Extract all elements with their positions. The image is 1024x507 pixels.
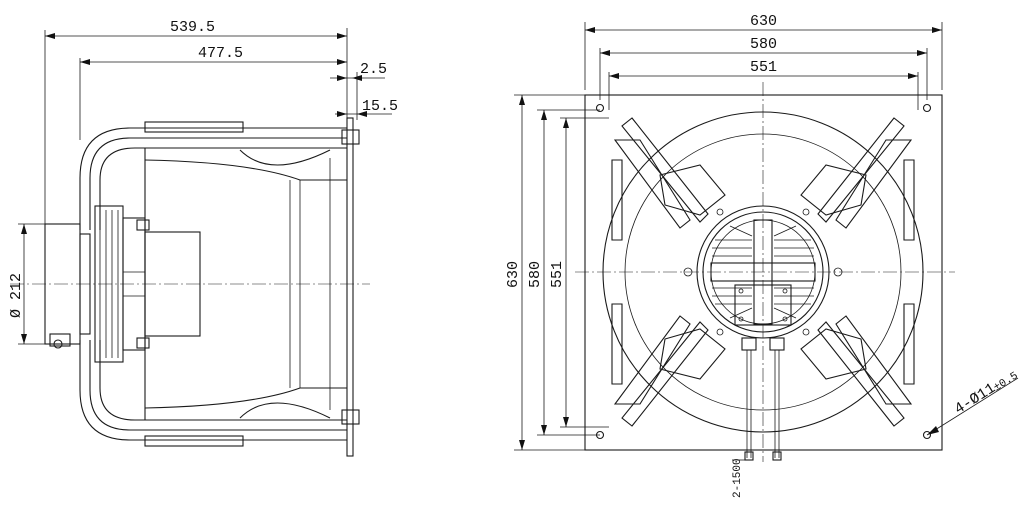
dim-height-overall: 630 bbox=[505, 95, 525, 450]
cable-length-callout: 2-1500 bbox=[732, 458, 747, 498]
dim-height-inner: 551 bbox=[549, 118, 569, 427]
dim-flange-offset-label: 15.5 bbox=[362, 98, 398, 115]
dim-width-inner: 551 bbox=[609, 59, 918, 79]
mounting-hole bbox=[922, 430, 932, 440]
mounting-hole bbox=[595, 430, 605, 440]
dim-width-overall: 630 bbox=[585, 13, 942, 33]
dim-motor-diameter-label: Ø 212 bbox=[8, 273, 25, 318]
dim-height-holes: 580 bbox=[527, 110, 547, 435]
motor-hub bbox=[144, 231, 201, 337]
dim-overall-length-label: 539.5 bbox=[170, 19, 215, 36]
dim-overall-length: 539.5 bbox=[45, 19, 347, 39]
front-view: 630 580 551 630 bbox=[505, 13, 1021, 498]
motor-fins bbox=[94, 205, 146, 363]
mounting-hole-callout: 4-Ø11 ±0.5 bbox=[926, 370, 1021, 436]
mounting-plate bbox=[584, 94, 943, 451]
side-view: 539.5 477.5 2.5 15.5 bbox=[8, 19, 398, 457]
cable-length-label: 2-1500 bbox=[732, 458, 744, 498]
guard-bars bbox=[611, 117, 915, 427]
cables bbox=[741, 337, 785, 461]
dim-width-holes: 580 bbox=[600, 36, 927, 56]
dim-flange-offset: 15.5 bbox=[335, 98, 398, 117]
dim-width-inner-label: 551 bbox=[750, 59, 777, 76]
mounting-hole bbox=[922, 103, 932, 113]
dim-height-holes-label: 580 bbox=[527, 261, 544, 288]
mounting-holes bbox=[595, 103, 932, 440]
mounting-hole bbox=[595, 103, 605, 113]
dim-body-length-label: 477.5 bbox=[198, 45, 243, 62]
side-flange bbox=[346, 117, 354, 457]
dim-height-overall-label: 630 bbox=[505, 261, 522, 288]
dim-height-inner-label: 551 bbox=[549, 261, 566, 288]
dim-width-overall-label: 630 bbox=[750, 13, 777, 30]
dim-body-length: 477.5 bbox=[80, 45, 347, 65]
dim-flange-thickness-label: 2.5 bbox=[360, 61, 387, 78]
dim-flange-thickness: 2.5 bbox=[330, 61, 387, 81]
mounting-hole-tolerance: ±0.5 bbox=[992, 370, 1021, 394]
dim-width-holes-label: 580 bbox=[750, 36, 777, 53]
